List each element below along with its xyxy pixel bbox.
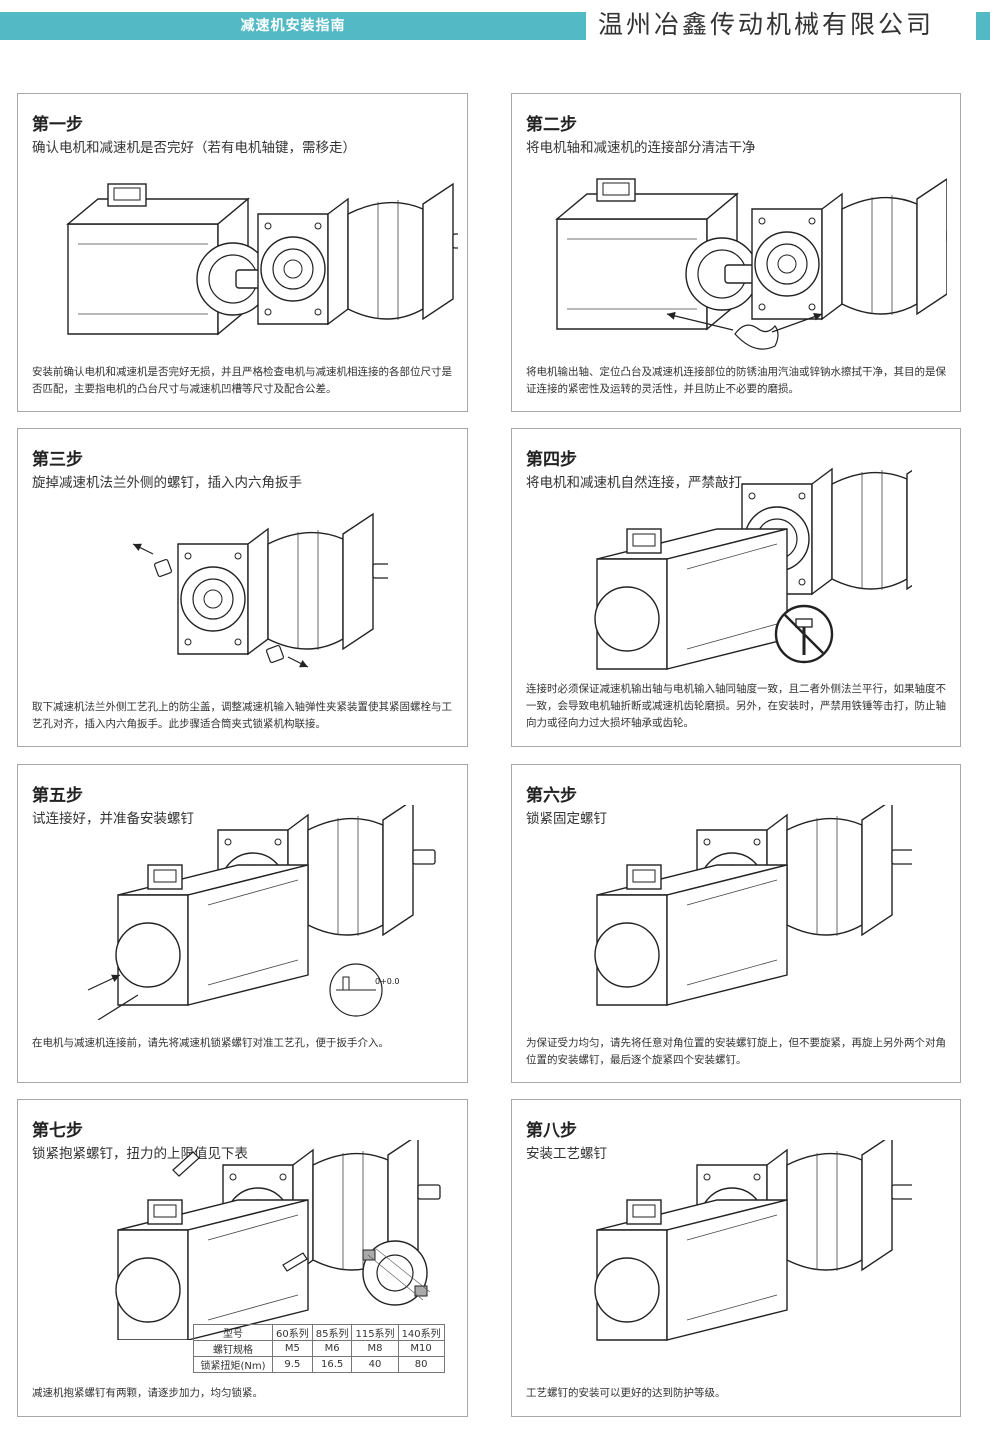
step-title: 第六步 (526, 786, 577, 806)
step-title: 第四步 (526, 450, 577, 470)
table-cell: M6 (311, 1340, 353, 1357)
step-description: 将电机输出轴、定位凸台及减速机连接部位的防锈油用汽油或锌钠水擦拭干净，其目的是保… (526, 366, 946, 395)
table-cell: M5 (272, 1340, 313, 1357)
connect-no-hammer-illustration (592, 459, 912, 674)
gearbox-screw-illustration (128, 509, 388, 679)
company-name: 温州冶鑫传动机械有限公司 (598, 10, 935, 39)
tighten-screws-illustration (592, 805, 912, 1020)
step-subtitle: 安装工艺螺钉 (526, 1146, 607, 1162)
table-header-cell: 140系列 (397, 1324, 445, 1341)
step-description: 工艺螺钉的安装可以更好的达到防护等级。 (526, 1387, 726, 1399)
step-1-panel: 第一步 确认电机和减速机是否完好（若有电机轴键，需移走） 安装前确认电机和减速机… (17, 93, 468, 412)
table-cell: 16.5 (311, 1356, 353, 1373)
step-subtitle: 将电机和减速机自然连接，严禁敲打 (526, 475, 742, 491)
step-subtitle: 旋掉减速机法兰外侧的螺钉，插入内六角扳手 (32, 475, 302, 491)
table-header-cell: 60系列 (272, 1324, 313, 1341)
step-2-panel: 第二步 将电机轴和减速机的连接部分清洁干净 将电机输出轴、定位凸台及减速机连接部… (511, 93, 961, 412)
step-title: 第二步 (526, 115, 577, 135)
step-subtitle: 试连接好，并准备安装螺钉 (32, 811, 194, 827)
step-description: 减速机抱紧螺钉有两颗，请逐步加力，均匀锁紧。 (32, 1387, 263, 1399)
step-subtitle: 确认电机和减速机是否完好（若有电机轴键，需移走） (32, 140, 356, 156)
table-header-cell: 型号 (193, 1324, 273, 1341)
step-title: 第五步 (32, 786, 83, 806)
table-row: 型号 60系列 85系列 115系列 140系列 (193, 1324, 445, 1341)
step-title: 第三步 (32, 450, 83, 470)
table-row: 锁紧扭矩(Nm) 9.5 16.5 40 80 (193, 1356, 445, 1373)
table-cell: 80 (397, 1356, 445, 1373)
cleaning-illustration (547, 174, 947, 364)
step-7-panel: 第七步 锁紧抱紧螺钉，扭力的上限值见下表 型号 60系列 85系列 115系列 … (17, 1099, 468, 1417)
header-title-bar (0, 12, 586, 40)
step-description: 为保证受力均匀，请先将任意对角位置的安装螺钉旋上，但不要旋紧，再旋上另外两个对角… (526, 1037, 946, 1066)
step-6-panel: 第六步 锁紧固定螺钉 为保证受力均匀，请先将任意对角位置的安装螺钉旋上，但不要旋… (511, 764, 961, 1083)
step-title: 第八步 (526, 1121, 577, 1141)
step-3-panel: 第三步 旋掉减速机法兰外侧的螺钉，插入内六角扳手 取下减速机法兰外侧工艺孔上的防… (17, 428, 468, 747)
table-cell: M10 (397, 1340, 445, 1357)
header-accent-block (976, 12, 990, 40)
step-description: 在电机与减速机连接前，请先将减速机锁紧螺钉对准工艺孔，便于扳手介入。 (32, 1037, 389, 1049)
table-cell: 螺钉规格 (193, 1340, 273, 1357)
table-cell: 9.5 (272, 1356, 313, 1373)
torque-table: 型号 60系列 85系列 115系列 140系列 螺钉规格 M5 M6 M8 M… (193, 1324, 445, 1373)
step-4-panel: 第四步 将电机和减速机自然连接，严禁敲打 连接时必须保证减速机输出轴与电机输入轴… (511, 428, 961, 747)
step-subtitle: 将电机轴和减速机的连接部分清洁干净 (526, 140, 756, 156)
guide-title: 减速机安装指南 (240, 18, 346, 34)
step-5-panel: 第五步 试连接好，并准备安装螺钉 0+0.0 在电机与减速机连接前，请先将减速机… (17, 764, 468, 1083)
table-row: 螺钉规格 M5 M6 M8 M10 (193, 1340, 445, 1357)
process-screw-illustration (592, 1140, 912, 1355)
table-cell: 锁紧扭矩(Nm) (193, 1356, 273, 1373)
trial-connection-illustration (78, 805, 448, 1020)
table-cell: M8 (351, 1340, 399, 1357)
tolerance-annotation: 0+0.0 (375, 977, 400, 986)
step-8-panel: 第八步 安装工艺螺钉 工艺螺钉的安装可以更好的达到防护等级。 (511, 1099, 961, 1417)
clamp-screw-illustration (113, 1140, 443, 1340)
step-description: 连接时必须保证减速机输出轴与电机输入轴同轴度一致，且二者外侧法兰平行，如果轴度不… (526, 683, 946, 729)
step-title: 第一步 (32, 115, 83, 135)
table-header-cell: 115系列 (351, 1324, 399, 1341)
table-header-cell: 85系列 (311, 1324, 353, 1341)
step-description: 安装前确认电机和减速机是否完好无损，并且严格检查电机与减速机相连接的各部位尺寸是… (32, 366, 452, 395)
step-description: 取下减速机法兰外侧工艺孔上的防尘盖，调整减速机输入轴弹性夹紧装置使其紧固螺栓与工… (32, 701, 452, 730)
motor-and-gearbox-illustration (58, 174, 458, 354)
step-title: 第七步 (32, 1121, 83, 1141)
table-cell: 40 (351, 1356, 399, 1373)
step-subtitle: 锁紧固定螺钉 (526, 811, 607, 827)
